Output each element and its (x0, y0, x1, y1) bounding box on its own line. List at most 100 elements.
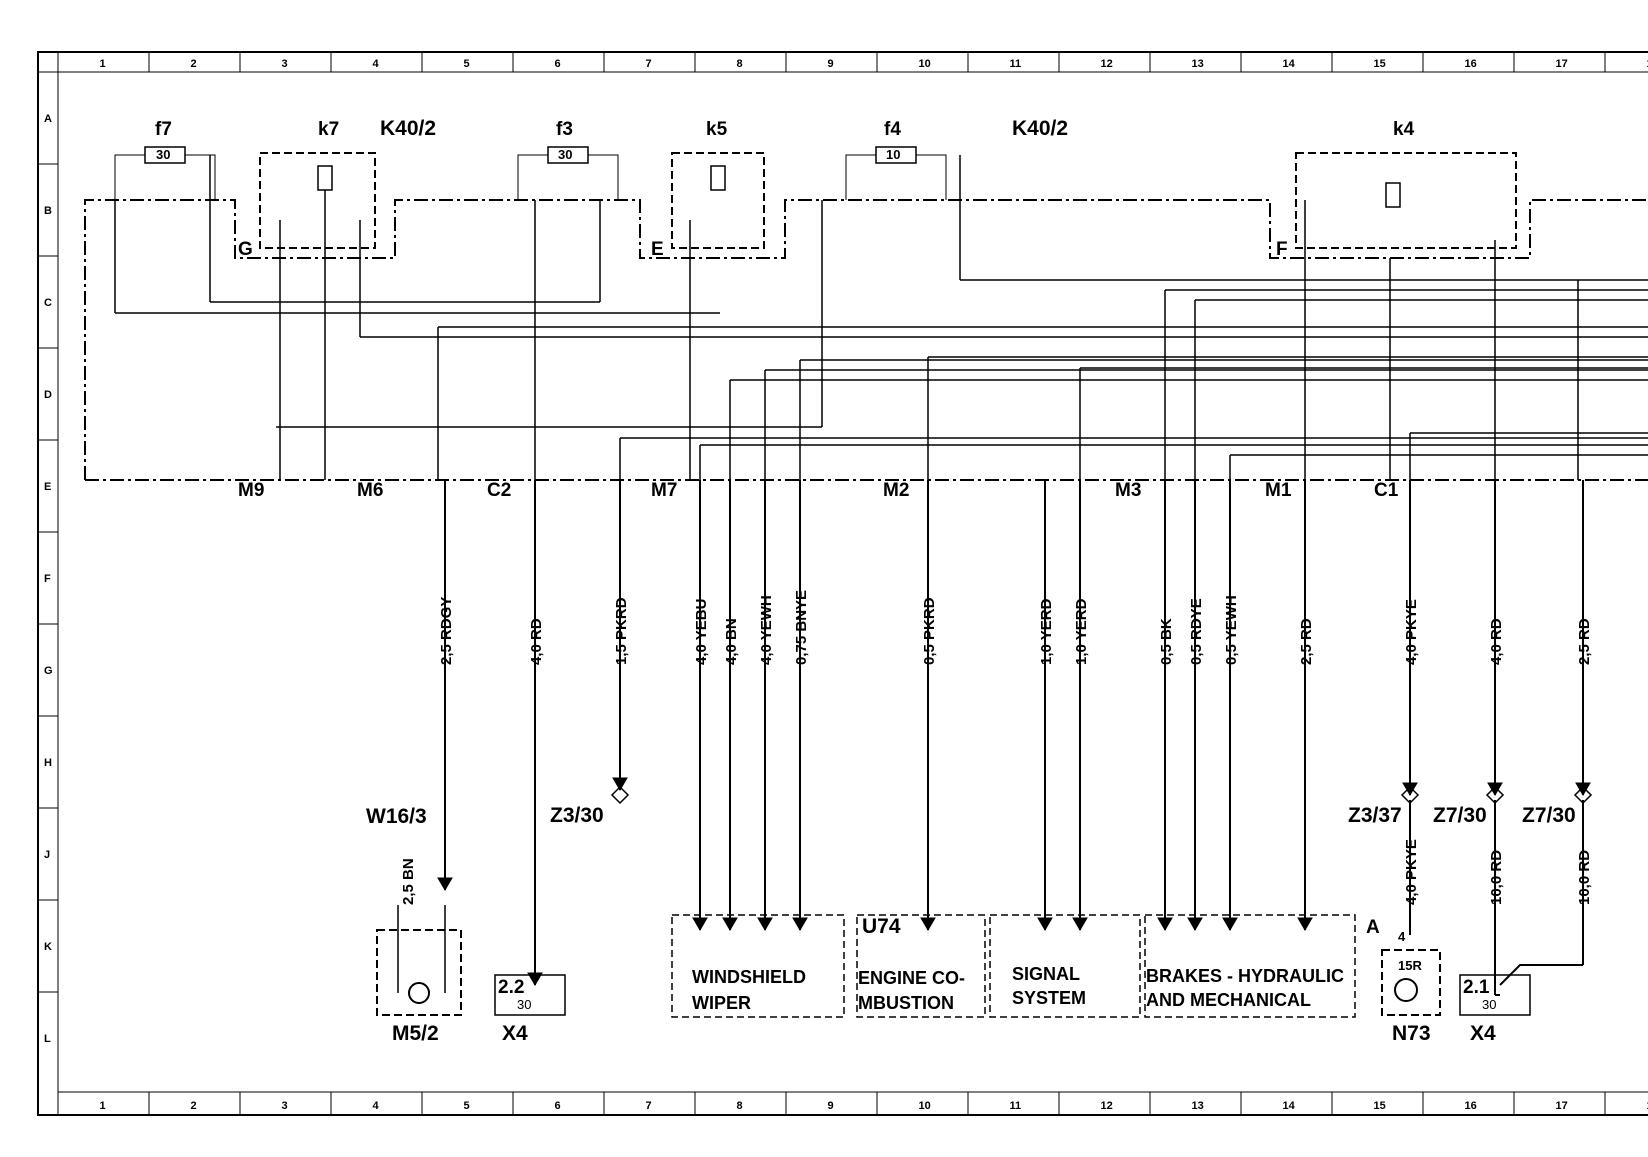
x4-a-pin: 2.2 (498, 977, 524, 998)
wire-arrow (1188, 918, 1202, 930)
grid-col-label-bottom: 5 (464, 1100, 470, 1112)
wire-label: 1,0 YERD (1073, 598, 1090, 665)
wire-label: 4,0 YEWH (758, 595, 775, 665)
connector-m7: M7 (651, 480, 677, 501)
module-label-k40-right: K40/2 (1012, 117, 1068, 140)
grid-col-label-top: 13 (1192, 58, 1204, 70)
wire-arrow (438, 878, 452, 890)
outer-frame (38, 52, 1648, 1115)
wire-arrow (921, 918, 935, 930)
box-engine-line2: MBUSTION (858, 993, 954, 1013)
wire-label: 4,0 BN (723, 618, 740, 665)
wire-arrow (1038, 918, 1052, 930)
grid-col-label-bottom: 1 (100, 1100, 106, 1112)
fuse-label-f3: f3 (556, 119, 573, 140)
connector-m2: M2 (883, 480, 909, 501)
wire-label-lower: 2,5 BN (400, 858, 417, 905)
wire-arrow (1223, 918, 1237, 930)
component-n73: N73 (1392, 1022, 1431, 1045)
connector-c1: C1 (1374, 480, 1399, 501)
fuse-value-f4: 10 (886, 147, 900, 162)
wire-label: 4,0 YEBU (693, 599, 710, 665)
grid-col-label-top: 17 (1556, 58, 1568, 70)
component-u74: U74 (862, 915, 901, 938)
wire-label: 2,5 RD (1576, 618, 1593, 665)
fuse-lead (846, 155, 876, 200)
grid-col-label-top: 6 (555, 58, 561, 70)
fuse-label-f4: f4 (884, 119, 901, 140)
wire-label: 1,0 YERD (1038, 598, 1055, 665)
grid-row-label: H (44, 757, 52, 769)
relay-label-k4: k4 (1393, 119, 1415, 140)
n73-value: 15R (1398, 958, 1422, 973)
relay-box-k4 (1296, 153, 1516, 248)
grid-col-label-bottom: 11 (1010, 1100, 1022, 1112)
x4-b-pin: 2.1 (1463, 977, 1490, 998)
wire-label: 2,5 RD (1298, 618, 1315, 665)
grid-col-label-top: 9 (828, 58, 834, 70)
connector-label-g: G (238, 239, 253, 260)
grid-col-label-bottom: 3 (282, 1100, 288, 1112)
component-w16-3: W16/3 (366, 805, 427, 828)
grid-row-label: E (44, 481, 51, 493)
grid-row-label: F (44, 573, 51, 585)
box-brakes-line1: BRAKES - HYDRAULIC (1146, 966, 1344, 986)
grid-col-label-bottom: 2 (191, 1100, 197, 1112)
n73-pin: 4 (1398, 929, 1406, 944)
relay-coil-k5 (711, 166, 725, 190)
wire-label-lower: 10,0 RD (1488, 850, 1505, 905)
motor-symbol (409, 983, 429, 1003)
grid-row-label: B (44, 205, 52, 217)
grid-col-label-top: 11 (1010, 58, 1022, 70)
grid-col-label-top: 5 (464, 58, 470, 70)
connector-m9: M9 (238, 480, 264, 501)
grid-col-label-bottom: 6 (555, 1100, 561, 1112)
grid-col-label-bottom: 15 (1374, 1100, 1386, 1112)
n73-terminal-a: A (1366, 917, 1380, 938)
wire-label: 0,5 RDYE (1188, 598, 1205, 665)
wire-label: 4,0 PKYE (1403, 599, 1420, 665)
grid-col-label-top: 10 (919, 58, 931, 70)
wire-arrow (1158, 918, 1172, 930)
wire-arrow (758, 918, 772, 930)
wire-arrow (1298, 918, 1312, 930)
component-x4-b: X4 (1470, 1022, 1496, 1045)
fuse-lead (588, 155, 618, 200)
grid-row-label: D (44, 389, 52, 401)
x4-a-sub: 30 (517, 997, 531, 1012)
grid-col-label-top: 15 (1374, 58, 1386, 70)
component-x4-a: X4 (502, 1022, 528, 1045)
grid-col-label-bottom: 8 (737, 1100, 743, 1112)
wire-label: 1,5 PKRD (613, 597, 630, 665)
wire-label: 4,0 RD (528, 618, 545, 665)
component-z7-30-a: Z7/30 (1433, 804, 1487, 827)
grid-row-label: G (44, 665, 53, 677)
diagram-frame (38, 52, 1648, 1115)
box-engine-line1: ENGINE CO- (858, 968, 965, 988)
grid-col-label-bottom: 7 (646, 1100, 652, 1112)
grid-col-label-bottom: 9 (828, 1100, 834, 1112)
component-z3-30: Z3/30 (550, 804, 604, 827)
box-wiper-line1: WINDSHIELD (692, 967, 806, 987)
component-m5-2: M5/2 (392, 1022, 439, 1045)
connector-m6: M6 (357, 480, 383, 501)
fuse-lead (518, 155, 548, 200)
wire-arrow (1403, 783, 1417, 795)
n73-symbol (1395, 979, 1417, 1001)
wire-arrow (1073, 918, 1087, 930)
wire-label: 4,0 RD (1488, 618, 1505, 665)
wire-arrow (723, 918, 737, 930)
relay-box-k5 (672, 153, 764, 248)
connector-c2: C2 (487, 480, 511, 501)
wire-arrow (1488, 783, 1502, 795)
connector-m3: M3 (1115, 480, 1141, 501)
wire-label-lower: 10,0 RD (1576, 850, 1593, 905)
box-signal-line1: SIGNAL (1012, 964, 1080, 984)
grid-col-label-top: 3 (282, 58, 288, 70)
grid-col-label-bottom: 13 (1192, 1100, 1204, 1112)
grid-col-label-bottom: 4 (373, 1100, 380, 1112)
relay-coil-k4 (1386, 183, 1400, 207)
grid-col-label-bottom: 10 (919, 1100, 931, 1112)
grid-col-label-top: 1 (100, 58, 106, 70)
